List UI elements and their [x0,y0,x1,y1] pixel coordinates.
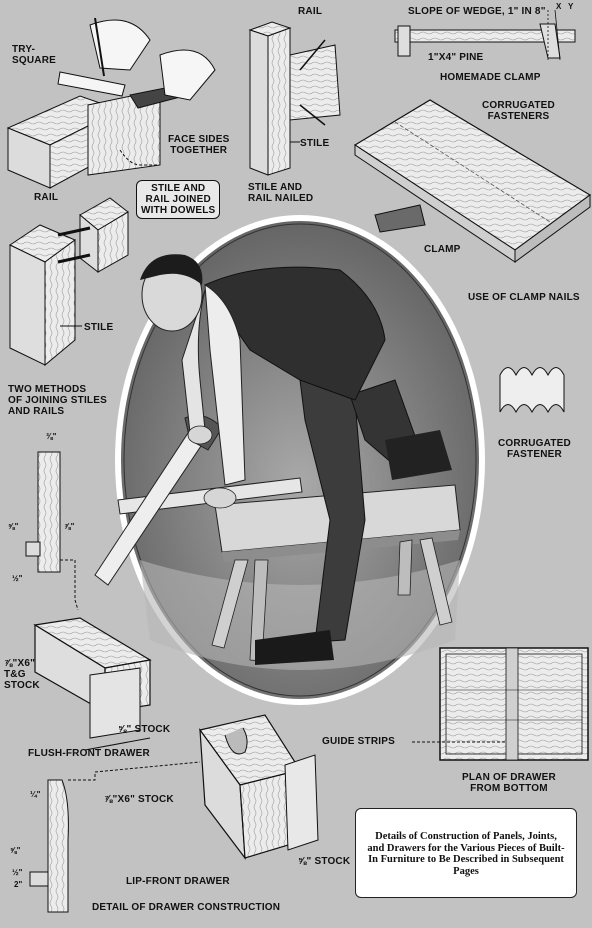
caption-text: Details of Construction of Panels, Joint… [367,831,565,877]
label-lip-front: LIP-FRONT DRAWER [126,876,230,887]
label-use-clamp-nails: USE OF CLAMP NAILS [468,292,580,303]
dowel-joint-drawing [8,197,129,367]
label-stile-rail-nailed: STILE AND RAIL NAILED [248,182,314,204]
label-corrugated-fastener: CORRUGATED FASTENER [498,438,571,460]
label-flush-front: FLUSH-FRONT DRAWER [28,748,150,759]
label-stile-left: STILE [84,322,114,333]
homemade-clamp-drawing [394,9,576,61]
clamp-nails-drawing [353,99,592,263]
dim-1-4: ¼" [30,790,41,799]
lip-front-drawer-drawing [198,714,319,860]
label-plan-drawer: PLAN OF DRAWER FROM BOTTOM [462,772,556,794]
label-tg-stock: ⅞"X6" T&G STOCK [4,658,40,691]
dim-1-2-b: ½" [12,868,23,877]
dim-3-8: ⅜" [46,432,57,441]
label-try-square: TRY- SQUARE [12,44,56,66]
dim-7-8-a: ⅞" [64,522,75,531]
dim-x: X [556,2,562,11]
caption-box: Details of Construction of Panels, Joint… [355,808,577,898]
oval-photo [94,215,485,705]
dim-2: 2" [14,880,23,889]
label-rail-left: RAIL [34,192,59,203]
dim-5-8-b: ⅝" [10,846,21,855]
label-corrugated-fasteners: CORRUGATED FASTENERS [482,100,555,122]
drawer-plan-drawing [412,647,589,761]
dim-1-2-a: ½" [12,574,23,583]
label-rail-top: RAIL [298,6,323,17]
flush-front-drawer-drawing [33,617,152,751]
label-stile-top: STILE [300,138,330,149]
label-guide-strips: GUIDE STRIPS [322,736,395,747]
label-detail-drawer: DETAIL OF DRAWER CONSTRUCTION [92,902,281,913]
label-two-methods: TWO METHODS OF JOINING STILES AND RAILS [8,384,107,417]
dim-5-8-a: ⅝" [8,522,19,531]
drawer-section-bottom [29,761,201,913]
nailed-joint-drawing [248,21,341,176]
try-square-drawing [6,17,216,189]
label-homemade-clamp: HOMEMADE CLAMP [440,72,541,83]
label-stock-78x6: ⅞"X6" STOCK [104,794,174,805]
drawer-section-top [25,451,79,611]
label-stock-58: ⅝" STOCK [118,724,171,735]
label-stile-rail-dowels: STILE AND RAIL JOINED WITH DOWELS [136,180,221,219]
corrugated-fastener-drawing [499,367,565,414]
label-stock-58-b: ⅝" STOCK [298,856,351,867]
label-pine: 1"X4" PINE [428,52,484,63]
dim-y: Y [568,2,574,11]
label-clamp: CLAMP [424,244,461,255]
label-face-sides: FACE SIDES TOGETHER [168,134,230,156]
label-slope-wedge: SLOPE OF WEDGE, 1" IN 8" [408,6,546,17]
